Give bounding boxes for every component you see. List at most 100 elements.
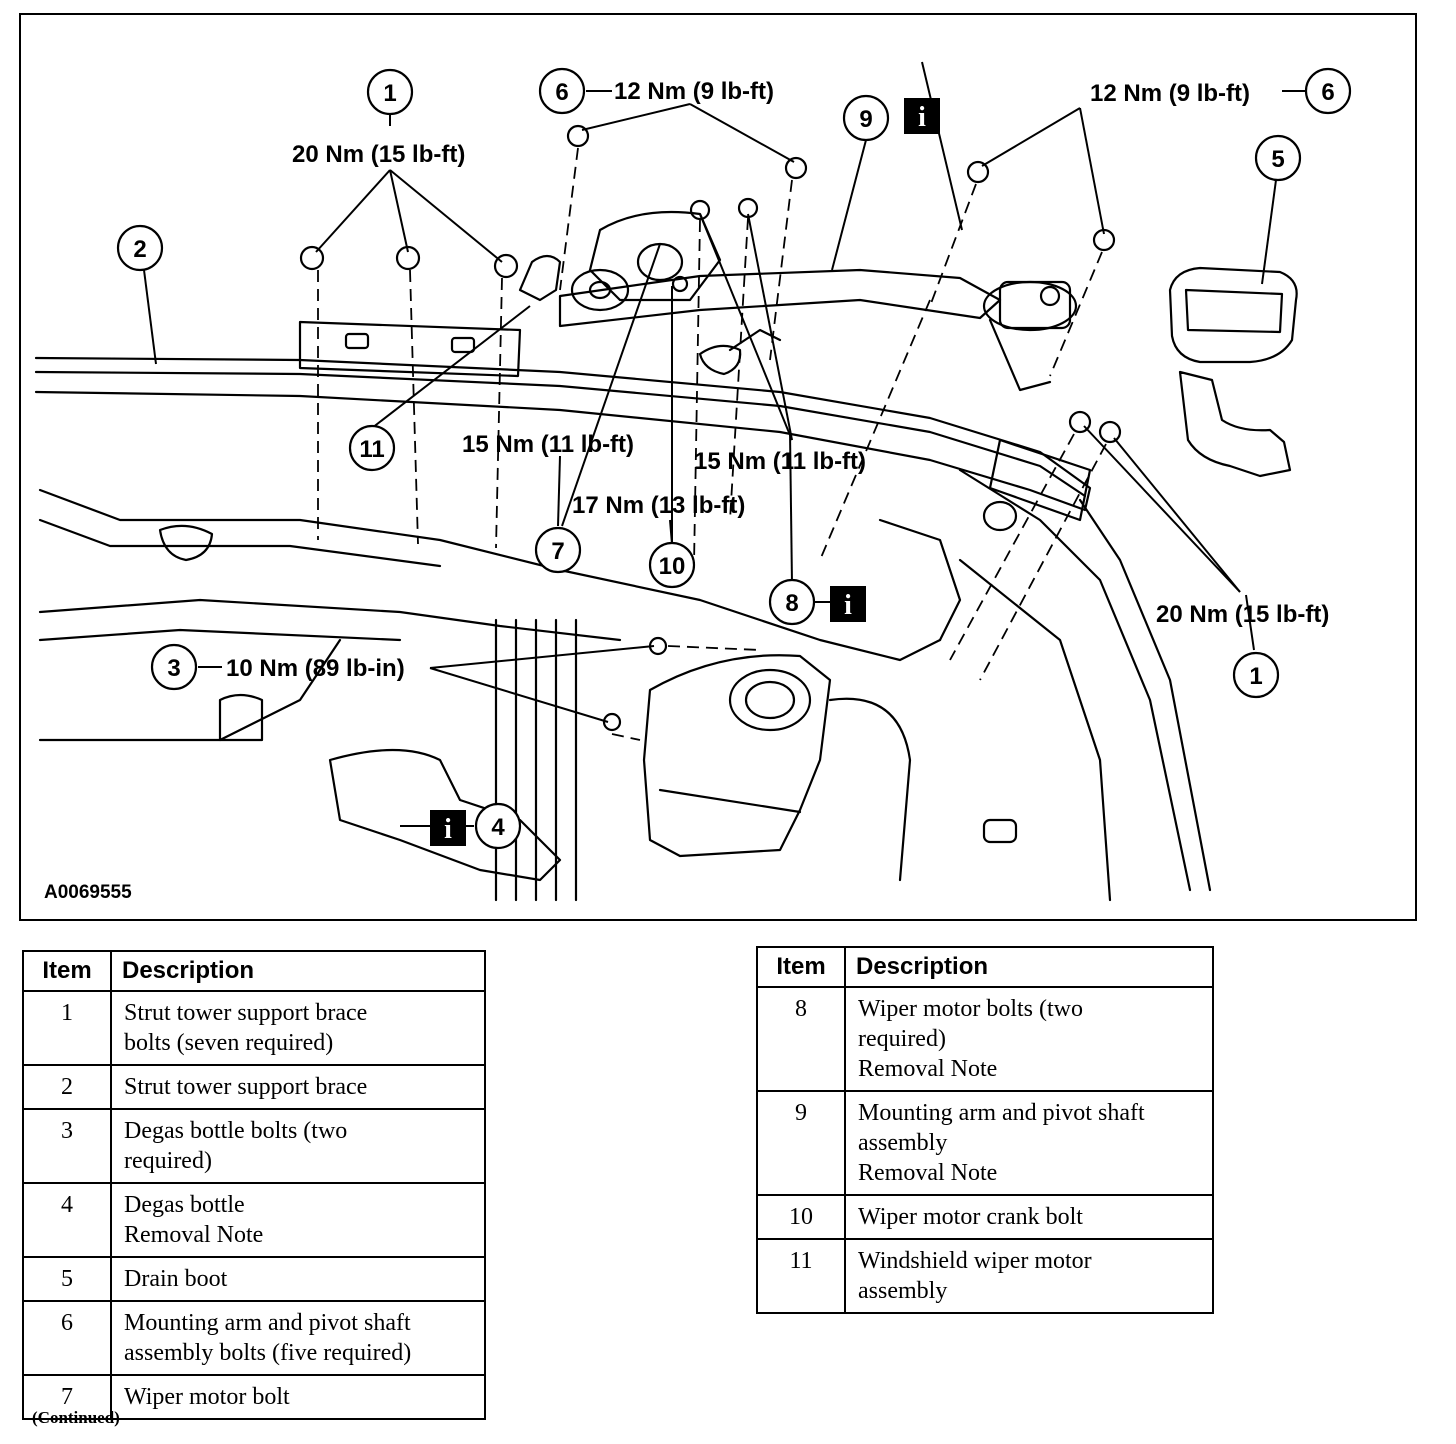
legend-item-number: 10 [756,1194,846,1240]
callout-5-num: 5 [1271,146,1284,173]
legend-table-left: Item Description 1 Strut tower support b… [22,950,486,1420]
legend-item-description: Strut tower support brace bolts (seven r… [110,990,486,1066]
legend-item-description: Windshield wiper motor assembly [844,1238,1214,1314]
legend-item-number: 1 [22,990,112,1066]
wiper-motor-body [588,210,722,302]
legend-header-item: Item [22,950,112,992]
legend-row: 4 Degas bottle Removal Note [22,1182,486,1258]
legend-item-description: Mounting arm and pivot shaft assembly bo… [110,1300,486,1376]
legend-item-number: 9 [756,1090,846,1196]
legend-item-number: 2 [22,1064,112,1110]
install-lines [317,147,1107,741]
callout-6-right-num: 6 [1321,79,1334,106]
wiper-linkage-bar [558,268,1002,328]
info-i-icon: i [444,814,452,845]
legend-row: 11 Windshield wiper motor assembly [756,1238,1214,1314]
callout-8-circle [768,578,816,626]
strut-brace-inner-edge [34,370,1087,498]
component-drawing [34,124,1298,902]
callout-6-left-num: 6 [555,79,568,106]
brace-bracket-left [298,320,522,378]
legend-row: 9 Mounting arm and pivot shaft assembly … [756,1090,1214,1196]
figure-id: A0069555 [44,882,132,903]
legend-item-description: Wiper motor bolts (two required) Removal… [844,986,1214,1092]
callout-3-num: 3 [167,655,180,682]
cowl-lower [38,488,942,662]
legend-row: 6 Mounting arm and pivot shaft assembly … [22,1300,486,1376]
legend-item-number: 5 [22,1256,112,1302]
info-i-icon: i [844,590,852,621]
torque-label-1-top: 20 Nm (15 lb-ft) [292,141,465,168]
callout-numbers: 1 2 6 9 6 5 11 7 10 8 3 1 4 [133,79,1334,841]
torque-label-7: 15 Nm (11 lb-ft) [462,431,634,458]
legend-item-description: Mounting arm and pivot shaft assembly Re… [844,1090,1214,1196]
legend-header-item: Item [756,946,846,988]
callout-1-right-num: 1 [1249,663,1262,690]
figure-frame [19,13,1417,921]
callout-5-circle [1254,134,1302,182]
info-marker-9 [904,98,940,134]
legend-row: 1 Strut tower support brace bolts (seven… [22,990,486,1066]
callout-8-num: 8 [785,590,798,617]
callout-7-circle [534,526,582,574]
legend-header-description: Description [110,950,486,992]
legend-item-description: Degas bottle bolts (two required) [110,1108,486,1184]
callout-10-circle [648,541,696,589]
legend-item-number: 3 [22,1108,112,1184]
callout-3-circle [150,643,198,691]
torque-label-3: 10 Nm (89 lb-in) [226,655,405,682]
legend-row: 8 Wiper motor bolts (two required) Remov… [756,986,1214,1092]
torque-label-6-left: 12 Nm (9 lb-ft) [614,78,774,105]
legend-row: 5 Drain boot [22,1256,486,1302]
callout-4-num: 4 [491,814,505,841]
legend-item-number: 11 [756,1238,846,1314]
legend-item-description: Strut tower support brace [110,1064,486,1110]
callout-11-circle [348,424,396,472]
legend-item-number: 4 [22,1182,112,1258]
callout-7-num: 7 [551,538,564,565]
pivot-right [982,280,1078,332]
drain-boot [1168,266,1298,364]
info-i-icon: i [918,102,926,133]
callout-4-circle [474,802,522,850]
torque-labels: 20 Nm (15 lb-ft) 12 Nm (9 lb-ft) 12 Nm (… [226,78,1329,682]
legend-row: 10 Wiper motor crank bolt [756,1194,1214,1240]
info-marker-8 [830,586,866,622]
legend-item-description: Degas bottle Removal Note [110,1182,486,1258]
callout-2-num: 2 [133,236,146,263]
exploded-view-diagram: i i i 1 2 6 9 6 5 11 7 10 8 3 1 4 20 Nm … [19,13,1417,921]
legend-row: 3 Degas bottle bolts (two required) [22,1108,486,1184]
torque-label-6-right: 12 Nm (9 lb-ft) [1090,80,1250,107]
torque-label-8: 15 Nm (11 lb-ft) [694,448,866,475]
info-markers: i i i [430,98,940,846]
degas-bottle [642,654,832,858]
pivot-left [570,268,630,312]
legend-item-number: 7 [22,1374,112,1420]
callout-1-top-num: 1 [383,80,396,107]
callout-10-num: 10 [659,553,686,580]
legend-item-description: Wiper motor bolt [110,1374,486,1420]
callout-11-num: 11 [359,436,384,463]
torque-label-10: 17 Nm (13 lb-ft) [572,492,745,519]
legend-table-right: Item Description 8 Wiper motor bolts (tw… [756,946,1214,1314]
callout-6-left-circle [538,67,586,115]
callout-circles [116,67,1352,850]
callout-2-circle [116,224,164,272]
strut-brace-outline [34,356,1092,512]
info-marker-4 [430,810,466,846]
torque-label-1-right: 20 Nm (15 lb-ft) [1156,601,1329,628]
callout-9-num: 9 [859,106,872,133]
fender-right [958,468,1192,892]
callout-6-right-circle [1304,67,1352,115]
legend-item-number: 8 [756,986,846,1092]
legend-item-description: Wiper motor crank bolt [844,1194,1214,1240]
legend-item-number: 6 [22,1300,112,1376]
continued-note: (Continued) [32,1408,120,1427]
callout-9-circle [842,94,890,142]
legend-item-description: Drain boot [110,1256,486,1302]
legend-header-description: Description [844,946,1214,988]
bolt-set [299,124,1122,732]
callout-1-right-circle [1232,651,1280,699]
legend-row: 7 Wiper motor bolt [22,1374,486,1420]
leader-lines [143,61,1306,827]
